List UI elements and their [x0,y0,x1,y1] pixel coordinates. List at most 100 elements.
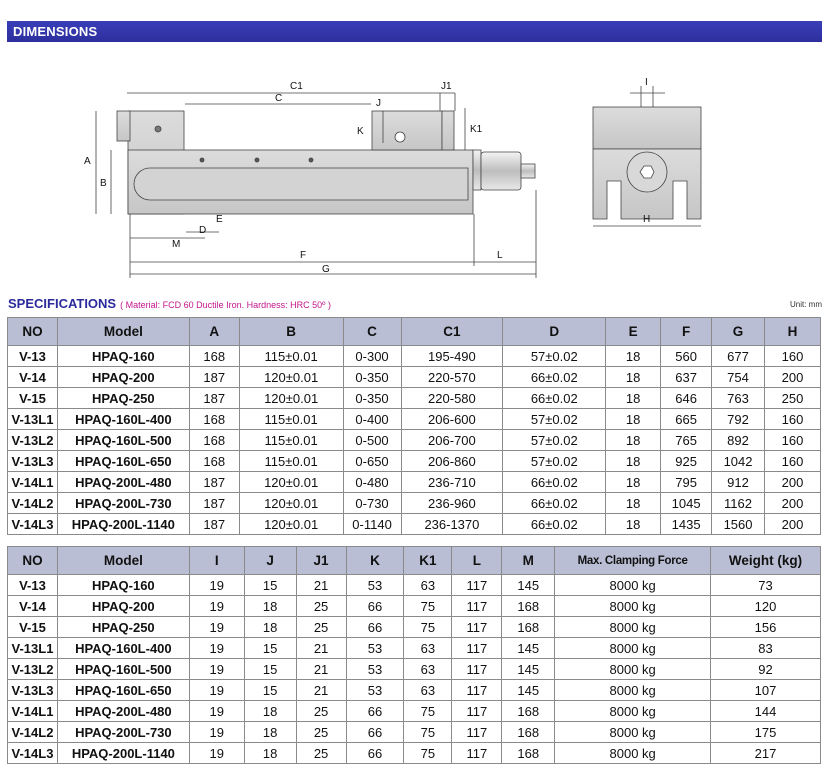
table-cell: 187 [188,492,240,514]
table-cell: V-14L2 [7,721,58,743]
table-cell: 236-710 [400,471,504,493]
table-cell: 925 [660,450,713,472]
table-cell: 53 [345,637,405,659]
table-cell: 646 [660,387,713,409]
table-cell: V-13L1 [7,408,58,430]
table-cell: 19 [188,595,245,617]
table-cell: 18 [605,387,662,409]
table-cell: HPAQ-200L-1140 [56,742,190,764]
table-cell: 0-300 [342,345,402,367]
table-cell: 53 [345,574,405,596]
dim-label-i: I [645,77,648,88]
table-cell: V-14L1 [7,700,58,722]
dim-label-j1: J1 [441,81,452,92]
table-cell: 145 [501,679,556,701]
table-cell: 18 [243,595,297,617]
table-cell: 200 [764,513,821,535]
table-cell: 107 [710,679,821,701]
table-cell: 115±0.01 [238,345,344,367]
table-cell: 236-960 [400,492,504,514]
table-cell: 0-730 [342,492,402,514]
table-cell: V-14 [7,595,58,617]
table-cell: 117 [451,595,503,617]
table-cell: 1435 [660,513,713,535]
table-cell: 63 [403,574,453,596]
table-cell: 8000 kg [554,637,712,659]
table-cell: 8000 kg [554,721,712,743]
table-cell: 168 [501,742,556,764]
table-cell: 1162 [711,492,765,514]
dim-label-c: C [275,93,282,104]
table-cell: 19 [188,616,245,638]
dim-label-k: K [357,126,364,137]
table-cell: 637 [660,366,713,388]
section-title: DIMENSIONS [13,24,98,39]
table-cell: V-13L3 [7,679,58,701]
dim-label-e: E [216,214,223,225]
table-cell: 187 [188,366,240,388]
column-header: J1 [295,546,347,575]
table-cell: V-14L3 [7,513,58,535]
table-cell: 236-1370 [400,513,504,535]
table-cell: 117 [451,574,503,596]
table-cell: 117 [451,721,503,743]
table-cell: 25 [295,721,347,743]
table-cell: V-14L3 [7,742,58,764]
table-cell: 21 [295,679,347,701]
table-cell: 168 [188,345,240,367]
table-cell: 66 [345,700,405,722]
unit-label: Unit: mm [790,300,822,309]
column-header: NO [7,546,58,575]
table-cell: 8000 kg [554,742,712,764]
table-cell: HPAQ-160L-650 [56,450,190,472]
table-cell: 1560 [711,513,765,535]
table-cell: HPAQ-200L-480 [56,700,190,722]
table-cell: HPAQ-160 [56,574,190,596]
table-cell: 19 [188,721,245,743]
vise-dimension-drawing: C1 C J1 J K K1 A B E D M F L G I H [84,77,702,278]
table-cell: 18 [605,345,662,367]
table-cell: HPAQ-200 [56,366,190,388]
table-cell: 19 [188,637,245,659]
table-cell: 15 [243,679,297,701]
table-cell: 120±0.01 [238,513,344,535]
table-cell: 115±0.01 [238,429,344,451]
table-cell: 92 [710,658,821,680]
dim-label-a: A [84,156,91,167]
table-cell: V-13L1 [7,637,58,659]
table-cell: 57±0.02 [502,345,607,367]
table-cell: 120±0.01 [238,492,344,514]
table-cell: 120±0.01 [238,366,344,388]
table-cell: 75 [403,721,453,743]
table-cell: 19 [188,700,245,722]
table-cell: 63 [403,637,453,659]
table-cell: 63 [403,679,453,701]
column-header: B [238,317,344,346]
table-cell: HPAQ-160L-500 [56,658,190,680]
table-cell: 25 [295,742,347,764]
table-cell: 8000 kg [554,574,712,596]
table-cell: 73 [710,574,821,596]
table-cell: 115±0.01 [238,450,344,472]
table-cell: HPAQ-160L-500 [56,429,190,451]
table-cell: 66±0.02 [502,513,607,535]
table-cell: V-15 [7,616,58,638]
column-header: H [764,317,821,346]
table-cell: 66±0.02 [502,366,607,388]
table-cell: V-14L1 [7,471,58,493]
table-cell: 120±0.01 [238,387,344,409]
table-cell: 115±0.01 [238,408,344,430]
table-cell: HPAQ-250 [56,616,190,638]
dim-label-d: D [199,225,206,236]
table-cell: 200 [764,366,821,388]
table-cell: 168 [188,408,240,430]
